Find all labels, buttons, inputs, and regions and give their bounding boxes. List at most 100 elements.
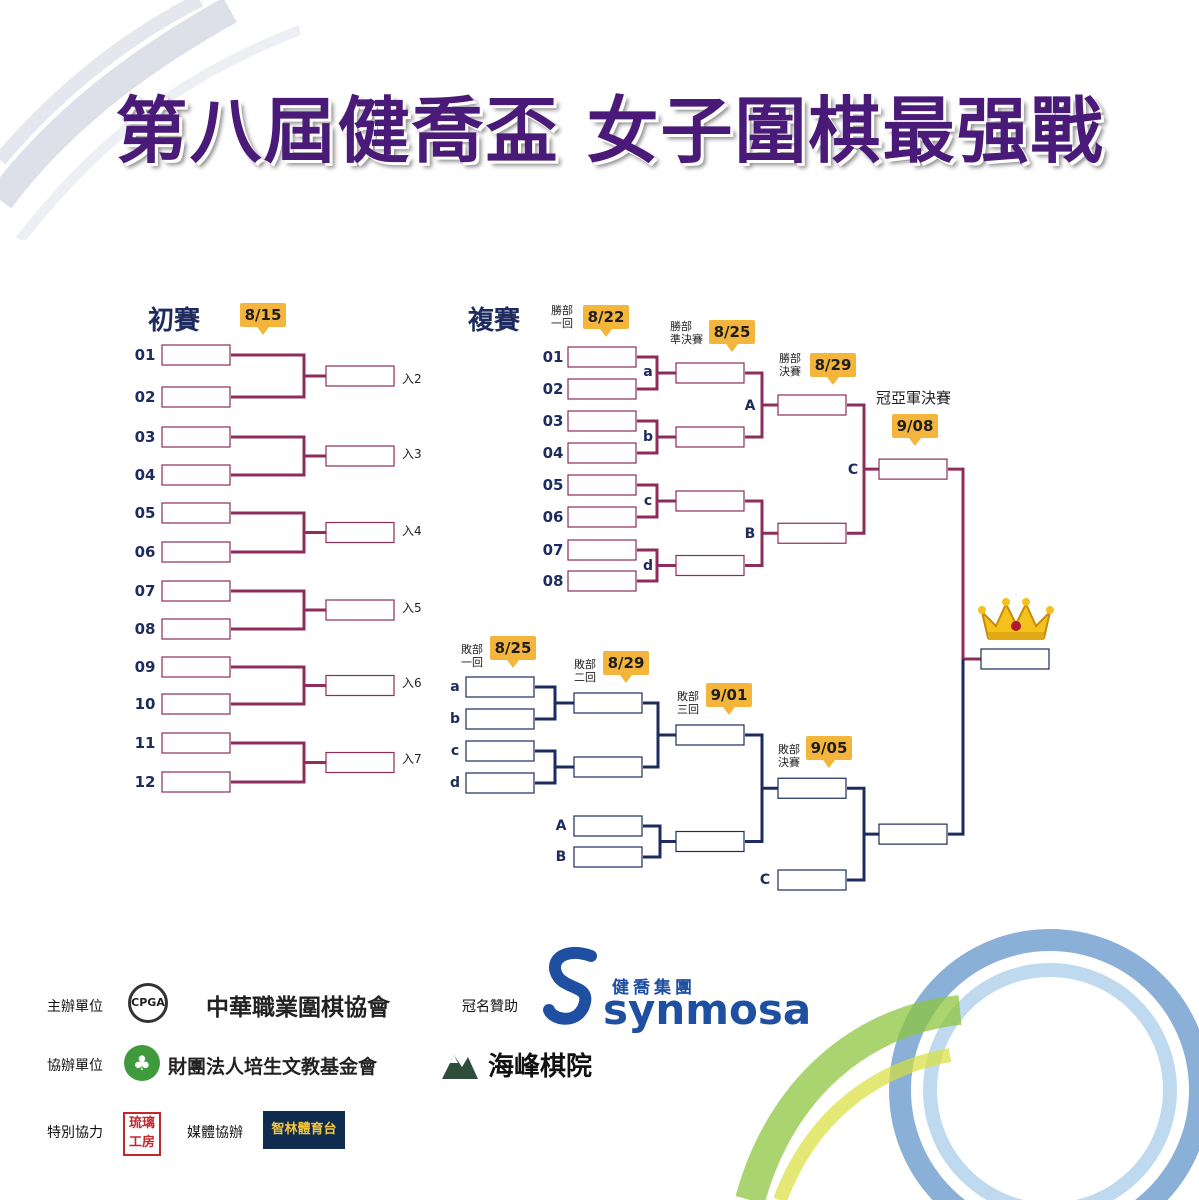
match-label-a: a — [643, 364, 653, 380]
losers-slot-2[interactable] — [465, 708, 535, 730]
prelim-winner-slot-1[interactable] — [325, 365, 395, 387]
match-label-d: d — [642, 558, 654, 574]
prelim-date-badge: 8/15 — [240, 303, 286, 335]
winners-final-slot-1[interactable] — [777, 394, 847, 416]
synmosa-logo-icon — [543, 946, 597, 1025]
losers-final-slot[interactable] — [777, 777, 847, 799]
grand-final-losers-slot[interactable] — [878, 823, 948, 845]
page-title: 第八屆健喬盃 女子圍棋最强戰 — [115, 88, 1105, 173]
semi-label-B: B — [744, 526, 756, 542]
grand-final-top-link — [948, 467, 981, 661]
prelim-seed-05: 05 — [134, 504, 156, 522]
grand-final-winners-slot[interactable] — [878, 458, 948, 480]
prelim-slot-9[interactable] — [161, 656, 231, 678]
prelim-pair-5-bracket — [231, 665, 306, 706]
prelim-slot-3[interactable] — [161, 426, 231, 448]
prelim-advance-4: 入5 — [402, 601, 422, 615]
prelim-heading: 初賽 — [148, 306, 201, 336]
host-name: 中華職業圍棋協會 — [206, 995, 390, 1021]
prelim-slot-7[interactable] — [161, 580, 231, 602]
winners-slot-7[interactable] — [567, 539, 637, 561]
prelim-slot-5[interactable] — [161, 502, 231, 524]
losers-dropin-slot-A[interactable] — [573, 815, 643, 837]
winners-slot-3[interactable] — [567, 410, 637, 432]
prelim-advance-2: 入3 — [402, 447, 422, 461]
losers-entrant-c: c — [450, 743, 460, 759]
prelim-slot-6[interactable] — [161, 541, 231, 563]
losers-r1-date-badge: 8/25 — [490, 636, 536, 668]
prelim-winner-slot-5[interactable] — [325, 674, 395, 697]
winners-r2-slot-4[interactable] — [675, 554, 745, 577]
main-seed-07: 07 — [542, 541, 564, 559]
winners-r2-slot-3[interactable] — [675, 490, 745, 512]
losers-r3-date-badge: 9/01 — [706, 683, 752, 715]
sponsor-en: synmosa — [603, 985, 812, 1034]
winners-slot-6[interactable] — [567, 506, 637, 528]
losers-final-label: 敗部決賽 — [778, 743, 800, 769]
prelim-winner-slot-6[interactable] — [325, 751, 395, 774]
winners-slot-4[interactable] — [567, 442, 637, 464]
grand-final-label: 冠亞軍決賽 — [876, 389, 952, 407]
prelim-seed-11: 11 — [134, 734, 156, 752]
prelim-advance-5: 入6 — [402, 676, 422, 690]
prelim-slot-12[interactable] — [161, 771, 231, 793]
prelim-slot-8[interactable] — [161, 618, 231, 640]
losers-r3-label: 敗部三回 — [677, 690, 699, 716]
prelim-seed-07: 07 — [134, 582, 156, 600]
losers-r2-date-badge: 8/29 — [603, 651, 649, 683]
winners-slot-1[interactable] — [567, 346, 637, 368]
prelim-seed-01: 01 — [134, 346, 156, 364]
losers-dropin-bracket — [643, 824, 662, 859]
losers-dropin-slot-C[interactable] — [777, 869, 847, 891]
champion-slot[interactable] — [980, 648, 1050, 670]
losers-r2-bracket — [643, 701, 660, 769]
prelim-advance-6: 入7 — [402, 752, 422, 766]
losers-r2-label: 敗部二回 — [574, 658, 596, 684]
losers-r2-slot-2[interactable] — [573, 756, 643, 778]
prelim-slot-4[interactable] — [161, 464, 231, 486]
losers-slot-3[interactable] — [465, 740, 535, 762]
prelim-advance-1: 入2 — [402, 372, 422, 386]
prelim-slot-11[interactable] — [161, 732, 231, 754]
winners-slot-2[interactable] — [567, 378, 637, 400]
co-label: 協辦單位 — [47, 1058, 103, 1074]
winners-semi-label: 勝部準決賽 — [670, 320, 703, 346]
match-label-b: b — [642, 429, 654, 445]
winners-r1-date-badge: 8/22 — [583, 305, 629, 337]
losers-dropin-slot-B[interactable] — [573, 846, 643, 868]
prelim-pair-3-bracket — [231, 511, 306, 554]
losers-final-bracket — [847, 786, 866, 882]
co-name: 財團法人培生文教基金會 — [168, 1056, 378, 1078]
winners-semi-date-badge: 8/25 — [709, 320, 755, 352]
prelim-seed-10: 10 — [134, 695, 156, 713]
losers-r1-label: 敗部一回 — [461, 643, 483, 669]
prelim-slot-1[interactable] — [161, 344, 231, 366]
cpga-logo: CPGA — [128, 983, 168, 1023]
prelim-winner-slot-3[interactable] — [325, 521, 395, 544]
main-seed-08: 08 — [542, 572, 564, 590]
liuli-logo: 琉璃工房 — [123, 1112, 161, 1156]
winners-r2-slot-1[interactable] — [675, 362, 745, 384]
sponsor-label: 冠名贊助 — [462, 999, 518, 1015]
main-seed-03: 03 — [542, 412, 564, 430]
winners-r2-slot-2[interactable] — [675, 426, 745, 448]
prelim-winner-slot-2[interactable] — [325, 445, 395, 467]
winners-slot-8[interactable] — [567, 570, 637, 592]
host-label: 主辦單位 — [47, 999, 103, 1015]
winners-r1-label: 勝部一回 — [551, 304, 573, 330]
main-seed-05: 05 — [542, 476, 564, 494]
winners-slot-5[interactable] — [567, 474, 637, 496]
prelim-winner-slot-4[interactable] — [325, 599, 395, 621]
losers-slot-4[interactable] — [465, 772, 535, 794]
grand-final-bottom-link — [948, 659, 965, 836]
prelim-slot-2[interactable] — [161, 386, 231, 408]
losers-r2-slot-1[interactable] — [573, 692, 643, 714]
winners-final-slot-2[interactable] — [777, 522, 847, 544]
losers-r3-slot-1[interactable] — [675, 724, 745, 746]
losers-slot-1[interactable] — [465, 676, 535, 698]
losers-r3-slot-2[interactable] — [675, 830, 745, 853]
prelim-slot-10[interactable] — [161, 693, 231, 715]
prelim-pair-6-bracket — [231, 741, 306, 784]
losers-entrant-d: d — [449, 775, 461, 791]
